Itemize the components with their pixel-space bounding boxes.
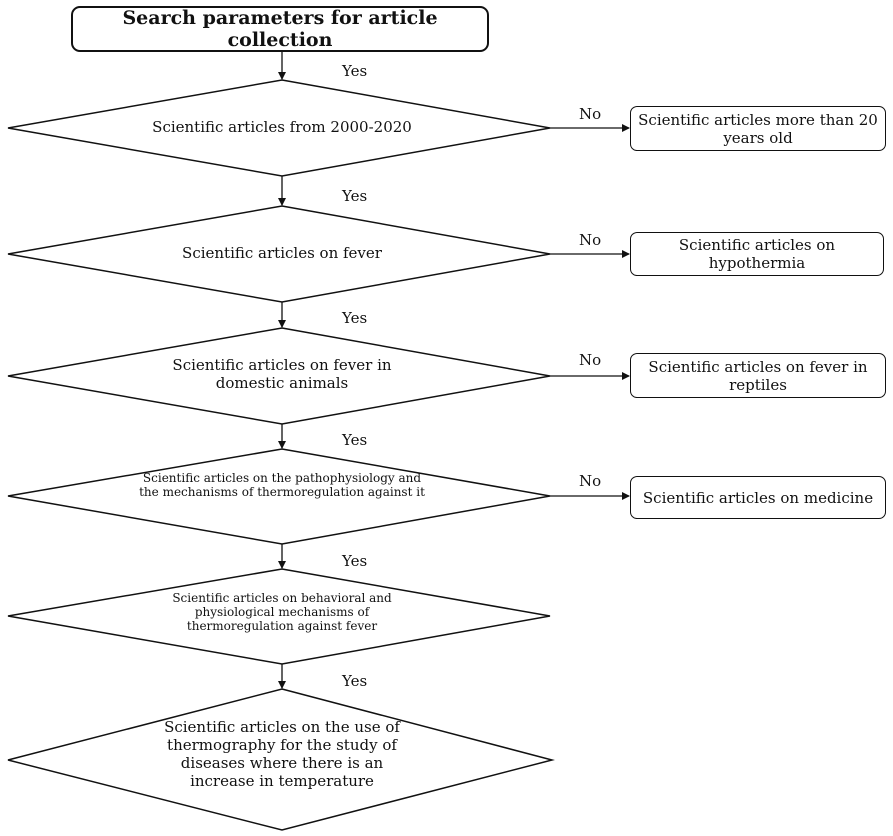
outcome-text-1: Scientific articles more than 20 years o… bbox=[638, 110, 878, 147]
yes-label-3: Yes bbox=[342, 309, 368, 327]
no-label-2: No bbox=[579, 231, 602, 249]
decision-diamond-6 bbox=[7, 688, 555, 831]
decision-text-4: Scientific articles on the pathophysiolo… bbox=[139, 472, 425, 499]
decision-text-2: Scientific articles on fever bbox=[182, 244, 382, 262]
start-box-label: Search parameters for article collection bbox=[122, 7, 438, 51]
outcome-box-4: Scientific articles on medicine bbox=[630, 476, 886, 519]
outcome-box-1: Scientific articles more than 20 years o… bbox=[630, 106, 886, 151]
yes-label-4: Yes bbox=[342, 431, 368, 449]
yes-label-6: Yes bbox=[342, 672, 368, 690]
outcome-box-2: Scientific articles on hypothermia bbox=[630, 232, 884, 276]
decision-text-6: Scientific articles on the use of thermo… bbox=[164, 718, 400, 790]
yes-label-2: Yes bbox=[342, 187, 368, 205]
yes-label-1: Yes bbox=[342, 62, 368, 80]
outcome-text-2: Scientific articles on hypothermia bbox=[678, 236, 836, 272]
yes-label-5: Yes bbox=[342, 552, 368, 570]
outcome-box-3: Scientific articles on fever in reptiles bbox=[630, 353, 886, 398]
no-label-4: No bbox=[579, 472, 602, 490]
outcome-text-3: Scientific articles on fever in reptiles bbox=[648, 357, 868, 394]
decision-text-1: Scientific articles from 2000-2020 bbox=[152, 118, 412, 136]
no-label-3: No bbox=[579, 351, 602, 369]
outcome-text-4: Scientific articles on medicine bbox=[642, 488, 874, 507]
start-box: Search parameters for article collection bbox=[71, 6, 489, 52]
decision-text-5: Scientific articles on behavioral and ph… bbox=[172, 592, 392, 633]
no-label-1: No bbox=[579, 105, 602, 123]
decision-text-3: Scientific articles on fever in domestic… bbox=[172, 356, 392, 392]
